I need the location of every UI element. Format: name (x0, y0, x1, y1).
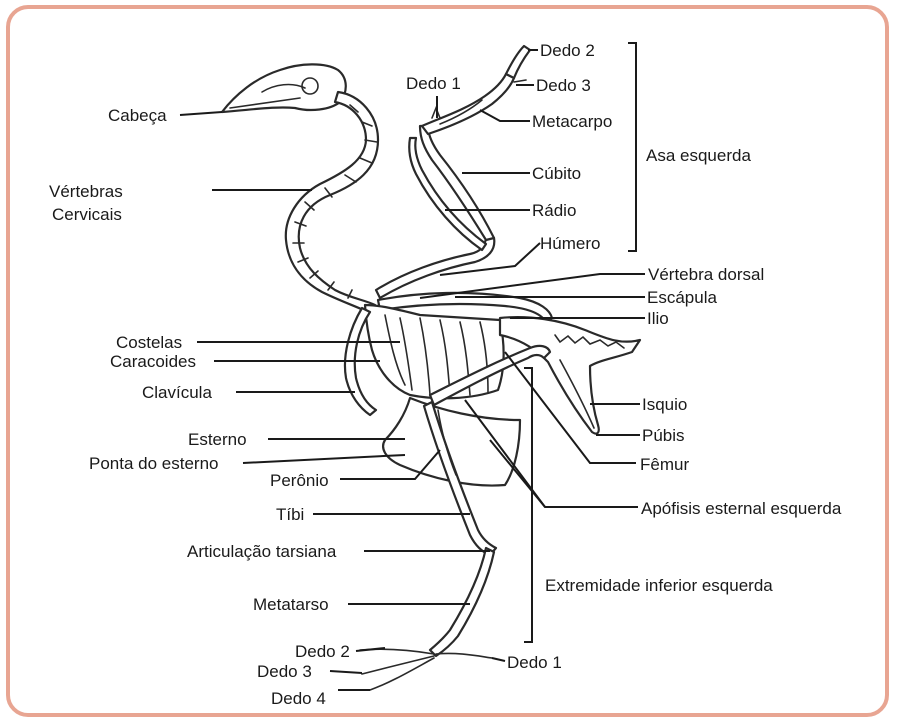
label-asa-esquerda: Asa esquerda (646, 146, 751, 165)
label-caracoides: Caracoides (110, 352, 196, 371)
label-dedo1-asa: Dedo 1 (406, 74, 461, 93)
label-dedo4-pe: Dedo 4 (271, 689, 326, 708)
label-ilio: Ilio (647, 309, 669, 328)
label-metacarpo: Metacarpo (532, 112, 612, 131)
skull (222, 64, 346, 112)
label-apofisis: Apófisis esternal esquerda (641, 499, 842, 518)
pelvis (500, 317, 640, 433)
label-cubito: Cúbito (532, 164, 581, 183)
label-femur: Fêmur (640, 455, 689, 474)
label-clavicula: Clavícula (142, 383, 212, 402)
label-metatarso: Metatarso (253, 595, 329, 614)
label-vertebras-cervicais-2: Cervicais (52, 205, 122, 224)
label-vertebra-dorsal: Vértebra dorsal (648, 265, 764, 284)
label-costelas: Costelas (116, 333, 182, 352)
label-esterno: Esterno (188, 430, 247, 449)
label-dedo2-asa: Dedo 2 (540, 41, 595, 60)
label-vertebras-cervicais-1: Vértebras (49, 182, 123, 201)
label-umero: Húmero (540, 234, 600, 253)
label-dedo3-pe: Dedo 3 (257, 662, 312, 681)
label-dedo3-asa: Dedo 3 (536, 76, 591, 95)
label-articulacao-tarsiana: Articulação tarsiana (187, 542, 337, 561)
label-peronio: Perônio (270, 471, 329, 490)
label-ponta-esterno: Ponta do esterno (89, 454, 218, 473)
label-isquio: Isquio (642, 395, 687, 414)
label-dedo2-pe: Dedo 2 (295, 642, 350, 661)
label-extremidade-inferior: Extremidade inferior esquerda (545, 576, 773, 595)
tarsometatarsus (430, 548, 494, 656)
radius (409, 138, 486, 250)
label-escapula: Escápula (647, 288, 717, 307)
label-radio: Rádio (532, 201, 576, 220)
foot-digits (360, 649, 492, 690)
label-tibi: Tíbi (276, 505, 304, 524)
label-dedo1-pe: Dedo 1 (507, 653, 562, 672)
wing-digits (506, 46, 530, 78)
label-cabeca: Cabeça (108, 106, 167, 125)
cervical-vertebrae (286, 92, 378, 312)
label-pubis: Púbis (642, 426, 685, 445)
